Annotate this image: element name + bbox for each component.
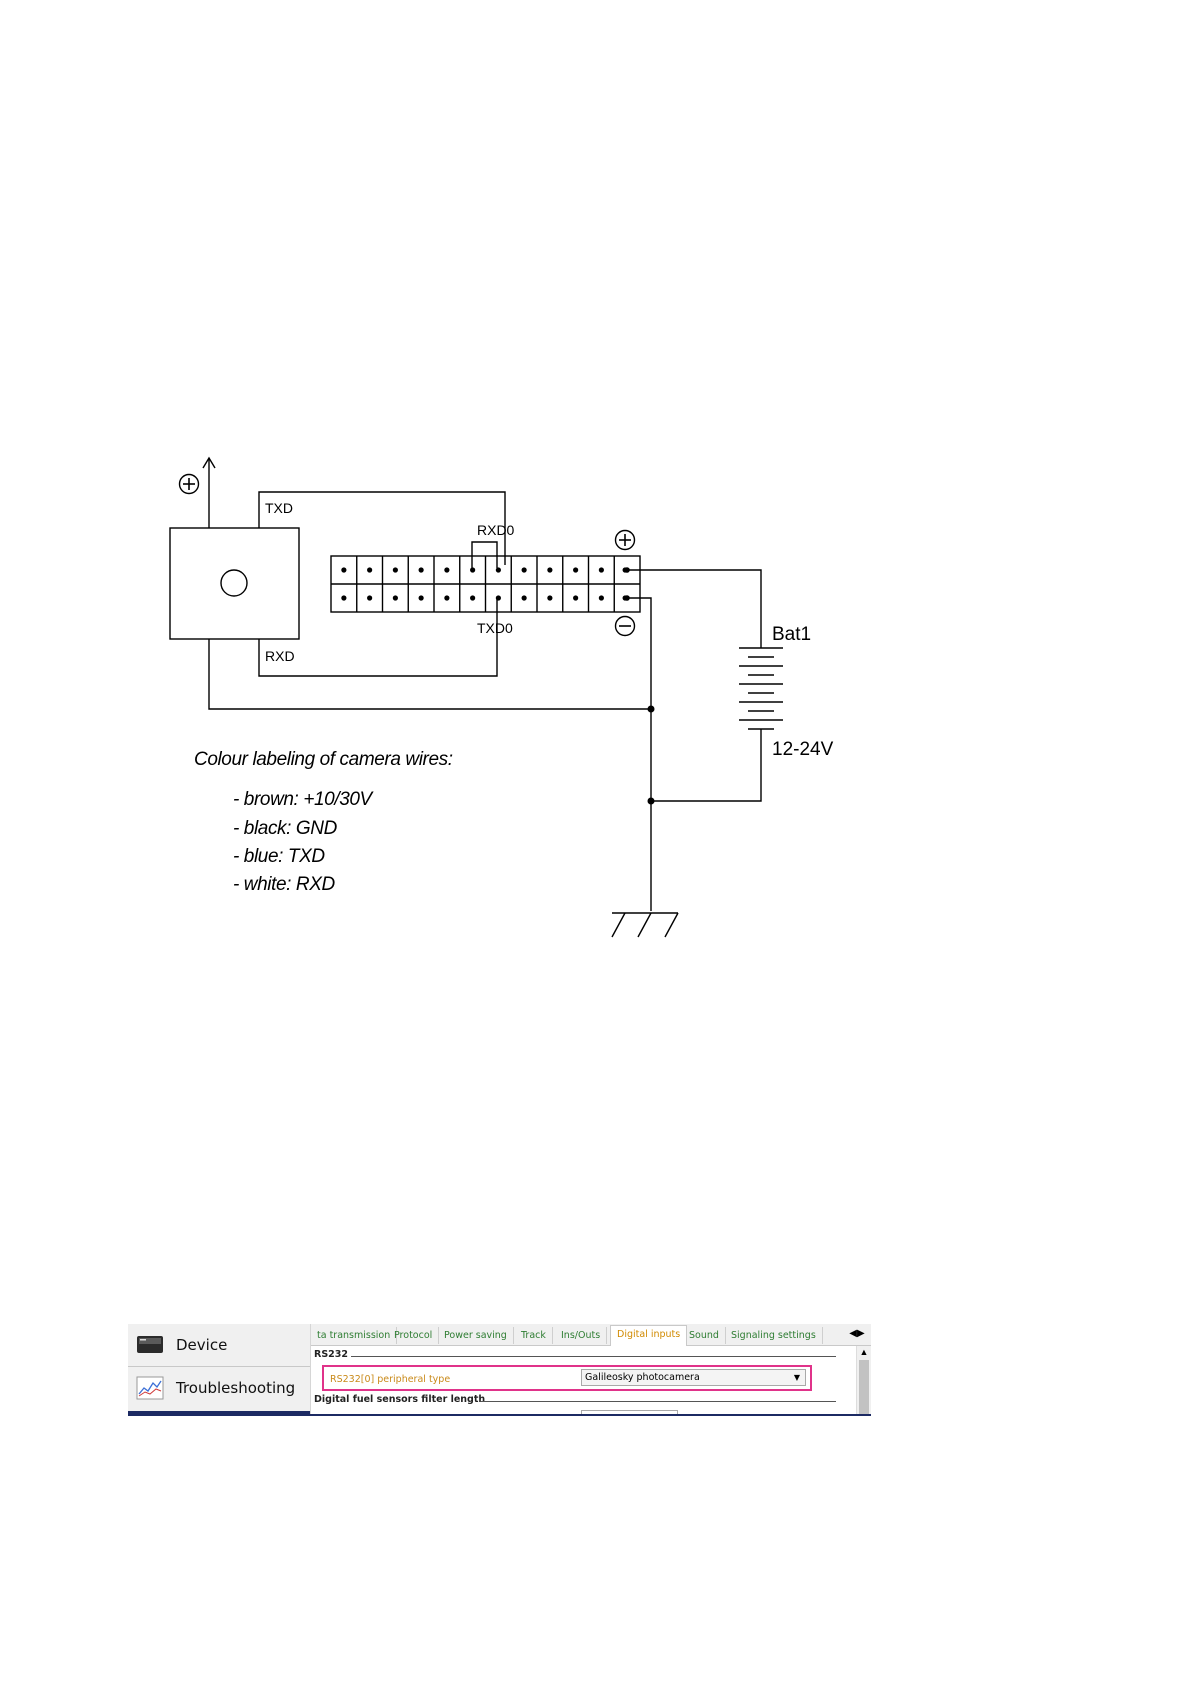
sidebar-selection-bar: [128, 1411, 310, 1414]
note-item: - brown: +10/30V: [233, 789, 372, 810]
section-rs232: RS232: [314, 1349, 348, 1360]
connector-rxd0-label: RXD0: [477, 522, 515, 538]
filter-length-field[interactable]: [581, 1410, 678, 1414]
connector-pin: [573, 595, 579, 601]
sidebar-item-troubleshooting[interactable]: Troubleshooting: [128, 1367, 310, 1409]
sidebar-item-label: Troubleshooting: [176, 1379, 296, 1397]
scrollbar-thumb[interactable]: [859, 1360, 869, 1414]
tab-power-saving[interactable]: Power saving: [438, 1327, 514, 1344]
sidebar-divider: [128, 1366, 310, 1367]
configurator-screenshot: Device Troubleshooting ta transmission P…: [128, 1324, 871, 1416]
camera-body: [169, 527, 300, 640]
connector-pin: [598, 567, 604, 573]
connector-pin: [418, 595, 424, 601]
connector-pin: [622, 595, 628, 601]
camera-txd-label: TXD: [265, 500, 293, 516]
connector-pin: [444, 567, 450, 573]
connector-pin: [521, 567, 527, 573]
connector-pin: [547, 595, 553, 601]
chevron-down-icon: ▼: [793, 1373, 800, 1382]
section-divider: [351, 1356, 836, 1357]
rs232-peripheral-type-label: RS232[0] peripheral type: [330, 1374, 451, 1385]
note-item: - white: RXD: [233, 874, 335, 895]
device-icon: [137, 1336, 163, 1353]
select-value: Galileosky photocamera: [585, 1372, 700, 1383]
peripheral-type-select[interactable]: Galileosky photocamera ▼: [581, 1369, 806, 1386]
scroll-up-icon[interactable]: ▲: [859, 1347, 869, 1357]
connector-pin: [495, 567, 501, 573]
connector-pin: [495, 595, 501, 601]
battery-voltage-label: 12-24V: [772, 739, 834, 760]
connector-pin: [444, 595, 450, 601]
connector-pin: [622, 567, 628, 573]
sidebar-item-label: Device: [176, 1336, 228, 1354]
tab-track[interactable]: Track: [515, 1327, 553, 1344]
connector-pin: [341, 567, 347, 573]
connector-pin: [573, 567, 579, 573]
connector-pin: [598, 595, 604, 601]
tab-protocol[interactable]: Protocol: [388, 1327, 440, 1344]
connector-pin: [470, 567, 476, 573]
tab-digital-inputs[interactable]: Digital inputs: [610, 1325, 688, 1346]
tab-ins-outs[interactable]: Ins/Outs: [555, 1327, 608, 1344]
sidebar: Device Troubleshooting: [128, 1324, 311, 1414]
wiring-schematic: TXD RXD RXD0 TXD0 Bat1 12-24V: [169, 456, 834, 938]
battery-name-label: Bat1: [772, 624, 811, 645]
tab-data-transmission[interactable]: ta transmission: [311, 1327, 398, 1344]
chart-icon: [136, 1376, 164, 1400]
vertical-scrollbar[interactable]: ▲: [856, 1346, 871, 1414]
connector-pin: [392, 595, 398, 601]
connector-pin: [521, 595, 527, 601]
tab-strip: ta transmission Protocol Power saving Tr…: [311, 1324, 871, 1346]
camera-lens: [220, 569, 248, 597]
wire-color-notes: Colour labeling of camera wires: - brown…: [194, 749, 453, 895]
highlight-frame: [322, 1365, 812, 1391]
connector-pin: [367, 567, 373, 573]
note-item: - black: GND: [233, 818, 337, 839]
note-item: - blue: TXD: [233, 846, 325, 867]
connector-pin: [470, 595, 476, 601]
tab-signaling-settings[interactable]: Signaling settings: [725, 1327, 823, 1344]
connector-txd0-label: TXD0: [477, 620, 513, 636]
connector-pin: [418, 567, 424, 573]
notes-title: Colour labeling of camera wires:: [194, 749, 453, 770]
section-fuel-filter: Digital fuel sensors filter length: [314, 1394, 486, 1405]
tab-scroll-arrows-icon[interactable]: ◀▶: [849, 1328, 865, 1339]
connector-pin: [367, 595, 373, 601]
connector-pin: [341, 595, 347, 601]
camera-rxd-label: RXD: [265, 648, 295, 664]
sidebar-item-device[interactable]: Device: [128, 1324, 310, 1366]
connector-pin: [392, 567, 398, 573]
section-divider: [481, 1401, 836, 1402]
connector-pin: [547, 567, 553, 573]
settings-panel: ta transmission Protocol Power saving Tr…: [311, 1324, 871, 1414]
tab-sound[interactable]: Sound: [683, 1327, 726, 1344]
